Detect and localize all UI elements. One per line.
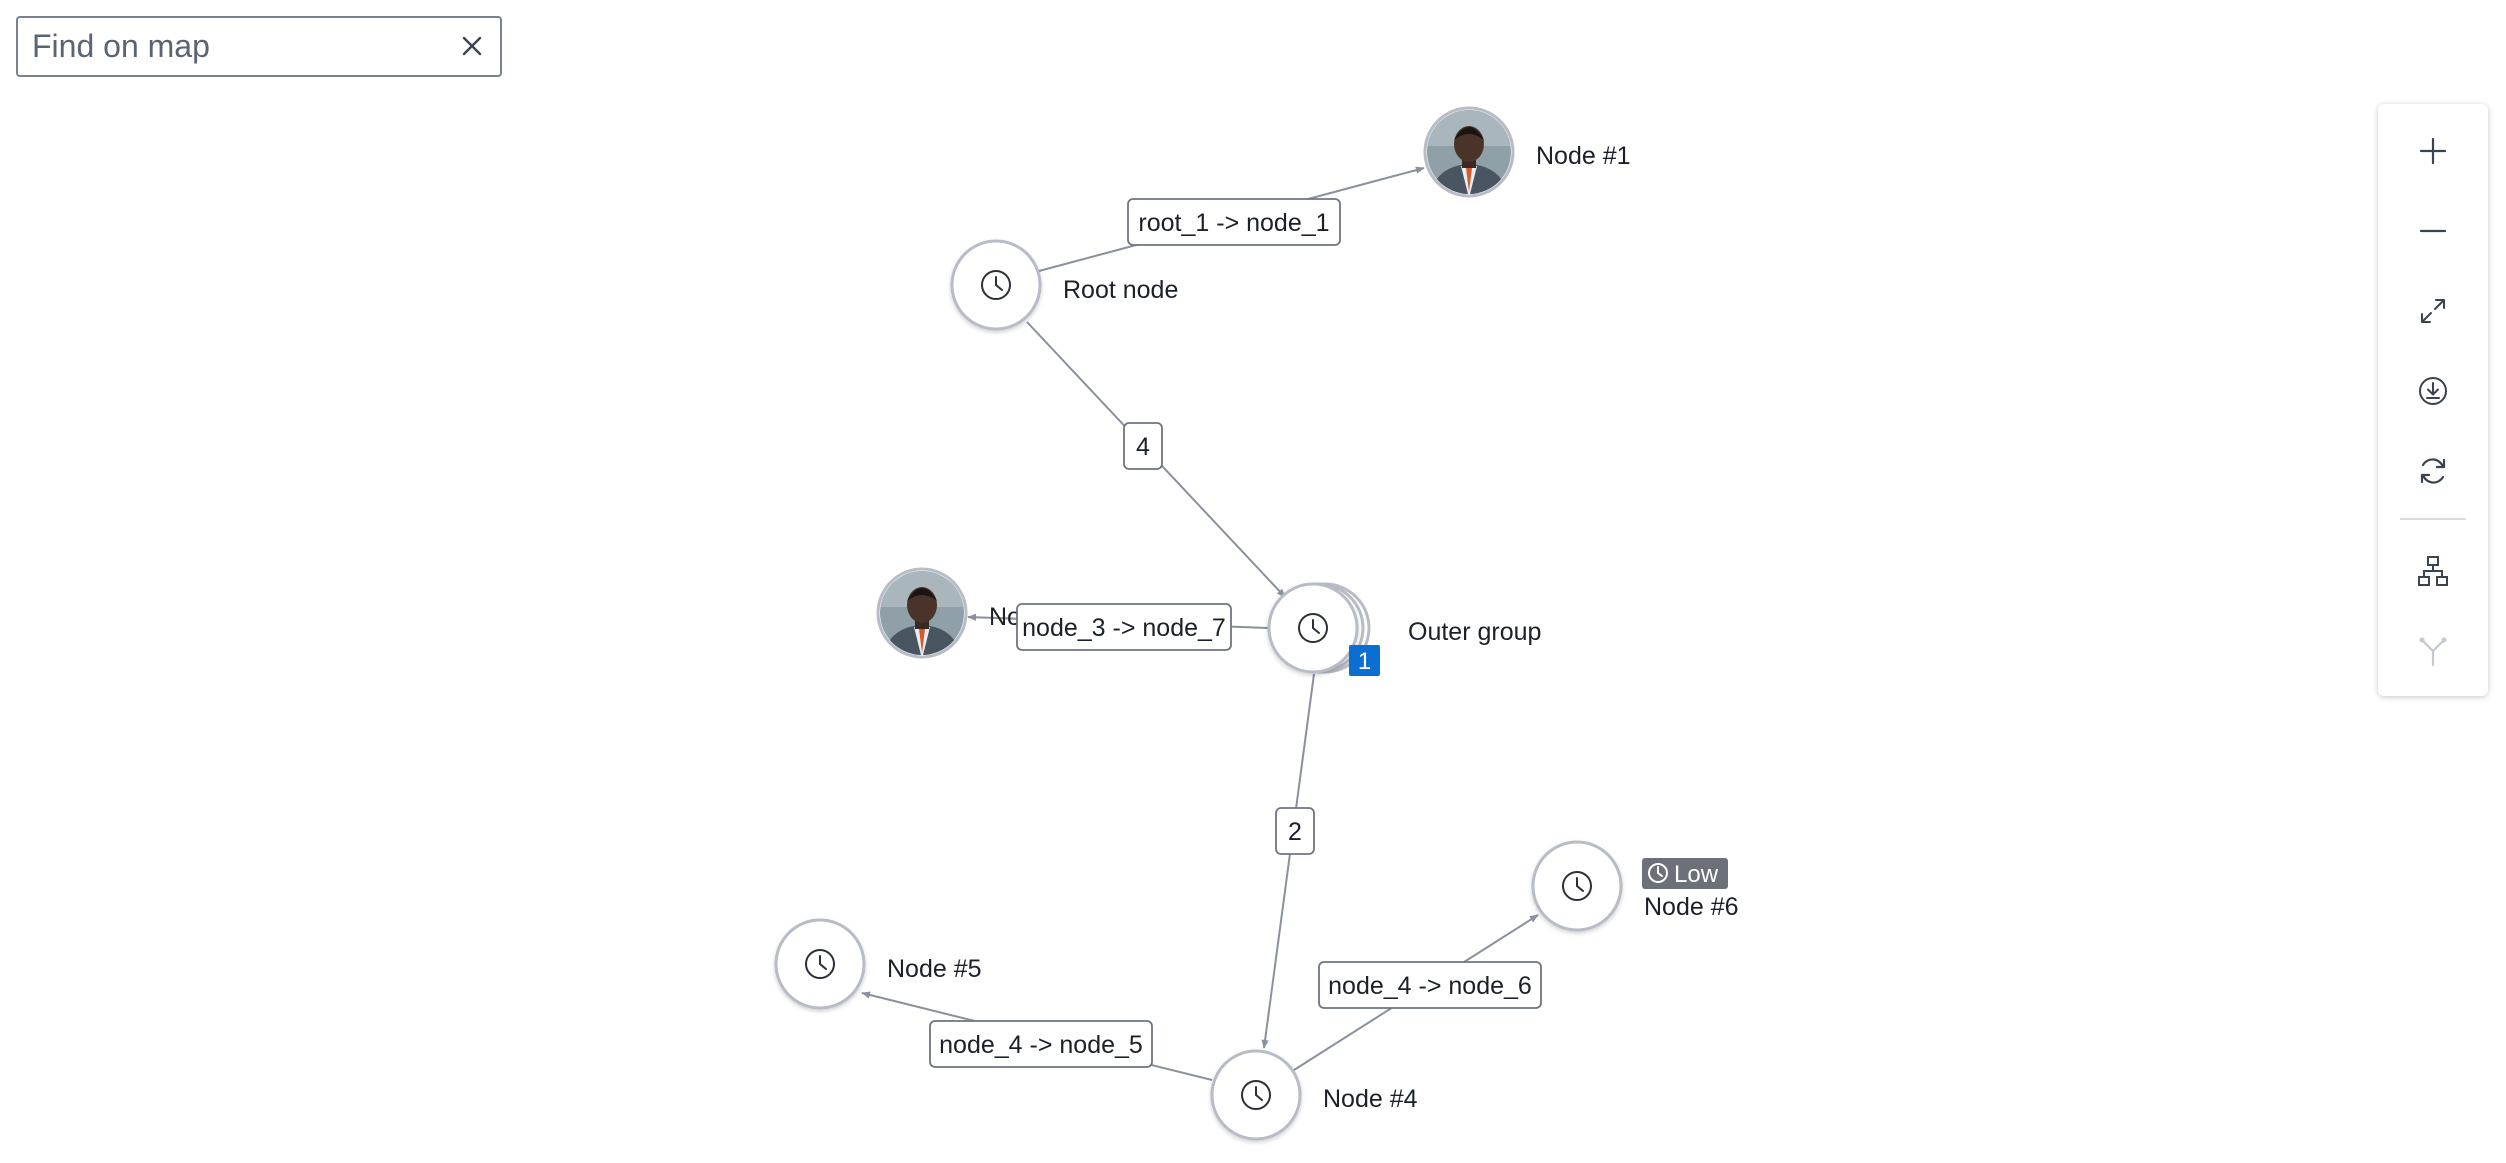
node-root[interactable]: Root node: [950, 239, 1178, 331]
edge-label[interactable]: node_4 -> node_6: [1318, 961, 1542, 1009]
avatar: [1423, 106, 1515, 198]
edge-label-text: node_3 -> node_7: [1022, 614, 1226, 642]
edge-label-text: node_4 -> node_5: [939, 1031, 1143, 1059]
node-node-1[interactable]: Node #1: [1423, 106, 1631, 198]
hierarchy-layout-icon: [2418, 556, 2448, 586]
hierarchy-layout-button[interactable]: [2398, 536, 2468, 606]
fit-to-screen-button[interactable]: [2398, 276, 2468, 346]
edge-label[interactable]: node_4 -> node_5: [929, 1020, 1153, 1068]
download-button[interactable]: [2398, 356, 2468, 426]
edge-label[interactable]: node_3 -> node_7: [1016, 603, 1232, 651]
refresh-button[interactable]: [2398, 436, 2468, 506]
node-label: Node #1: [1536, 142, 1631, 170]
fit-to-screen-icon: [2421, 299, 2445, 323]
node-label: Node #4: [1323, 1085, 1418, 1113]
zoom-in-button[interactable]: [2398, 116, 2468, 186]
group-count-badge: 1: [1349, 645, 1380, 676]
edge-label-box: [1275, 807, 1315, 855]
clock-icon: [1241, 1080, 1271, 1110]
close-icon: [462, 36, 482, 56]
node-label: Node #6: [1644, 893, 1739, 921]
edge-outer-node_4[interactable]: [1261, 673, 1315, 1049]
toolbar-divider: [2400, 518, 2466, 520]
plus-icon: [2419, 137, 2447, 165]
node-outer[interactable]: 1 Outer group: [1267, 582, 1541, 676]
refresh-icon: [2420, 458, 2446, 484]
edge-label-box: [1318, 961, 1542, 1009]
priority-tag-text: Low: [1674, 861, 1719, 888]
zoom-out-button[interactable]: [2398, 196, 2468, 266]
priority-tag: Low: [1642, 858, 1728, 889]
edge-label-text: 2: [1288, 818, 1302, 846]
node-label: Root node: [1063, 276, 1178, 304]
node-node-5[interactable]: Node #5: [774, 918, 982, 1010]
edge-label-box: [1016, 603, 1232, 651]
branch-layout-button[interactable]: [2398, 616, 2468, 686]
minus-icon: [2419, 229, 2447, 233]
node-label: Node #5: [887, 955, 982, 983]
edge-label-text: root_1 -> node_1: [1138, 209, 1329, 237]
svg-text:1: 1: [1358, 648, 1371, 675]
map-toolbar: [2378, 104, 2488, 696]
clock-icon: [1298, 613, 1328, 643]
edge-label[interactable]: root_1 -> node_1: [1127, 198, 1341, 246]
node-label: Outer group: [1408, 618, 1541, 646]
clock-icon: [805, 949, 835, 979]
download-icon: [2419, 377, 2447, 405]
edge-label-text: node_4 -> node_6: [1328, 972, 1532, 1000]
search-box: [16, 16, 502, 77]
edge-label[interactable]: 2: [1275, 807, 1315, 855]
clock-icon: [1648, 863, 1668, 883]
edge-label-box: [929, 1020, 1153, 1068]
edge-label-text: 4: [1136, 433, 1150, 461]
clock-icon: [981, 270, 1011, 300]
search-input[interactable]: [18, 18, 438, 75]
edge-label[interactable]: 4: [1123, 422, 1163, 470]
branch-icon: [2419, 637, 2447, 667]
edge-label-box: [1123, 422, 1163, 470]
avatar: [876, 567, 968, 659]
clear-search-button[interactable]: [458, 32, 486, 60]
edge-label-box: [1127, 198, 1341, 246]
node-node-4[interactable]: Node #4: [1210, 1049, 1418, 1141]
clock-icon: [1562, 871, 1592, 901]
